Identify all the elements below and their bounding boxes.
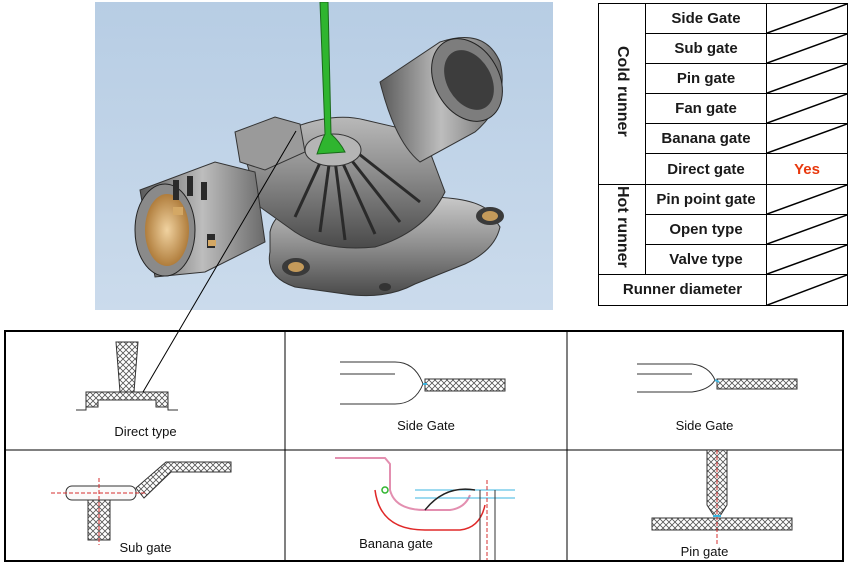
side-gate-drawing-1 (340, 361, 506, 405)
label-side-gate-1: Side Gate (397, 418, 455, 433)
row-runner-diameter-value (766, 273, 848, 307)
diagram-side-gate-1: Side Gate (285, 332, 567, 450)
row-banana-gate-name: Banana gate (645, 123, 767, 155)
row-direct-gate-value: Yes (766, 153, 848, 185)
sub-gate-drawing (51, 461, 232, 545)
diagram-direct-type: Direct type (6, 332, 285, 450)
row-pin-point-gate-value (766, 183, 848, 215)
group-hot-runner: Hot runner (598, 183, 646, 275)
group-cold-runner: Cold runner (598, 3, 646, 185)
row-open-type-value (766, 213, 848, 245)
label-banana-gate: Banana gate (359, 536, 433, 551)
diagram-side-gate-2: Side Gate (567, 332, 842, 450)
row-banana-gate-value (766, 123, 848, 155)
pin-gate-drawing (651, 450, 793, 545)
side-gate-drawing-2 (637, 363, 798, 393)
row-sub-gate-value (766, 33, 848, 65)
thermostat-housing-render (134, 2, 504, 297)
diagram-sub-gate: Sub gate (6, 450, 285, 560)
row-valve-type-value (766, 243, 848, 275)
direct-gate-yes: Yes (794, 160, 820, 178)
row-pin-point-gate-name: Pin point gate (645, 183, 767, 215)
row-direct-gate-name: Direct gate (645, 153, 767, 185)
label-pin-gate: Pin gate (680, 544, 729, 559)
row-sub-gate-name: Sub gate (645, 33, 767, 65)
row-side-gate-name: Side Gate (645, 2, 767, 35)
gate-diagram-grid: Direct type Side Gate Side Gate Sub g (4, 330, 844, 562)
row-valve-type-name: Valve type (645, 243, 767, 275)
direct-gate-drawing (76, 341, 178, 411)
row-side-gate-value (766, 2, 848, 35)
label-side-gate-2: Side Gate (675, 418, 734, 433)
part-render-panel (95, 2, 553, 310)
label-sub-gate: Sub gate (119, 540, 172, 555)
row-pin-gate-value (766, 63, 848, 95)
label-direct-type: Direct type (114, 424, 177, 439)
diagram-pin-gate: Pin gate (567, 450, 842, 560)
diagram-banana-gate: Banana gate (285, 450, 567, 560)
banana-gate-drawing (335, 457, 515, 560)
row-open-type-name: Open type (645, 213, 767, 245)
row-pin-gate-name: Pin gate (645, 63, 767, 95)
row-fan-gate-name: Fan gate (645, 93, 767, 125)
gate-type-table: Cold runner Side Gate Sub gate Pin gate … (598, 2, 848, 307)
row-fan-gate-value (766, 93, 848, 125)
row-runner-diameter-name: Runner diameter (598, 273, 767, 307)
